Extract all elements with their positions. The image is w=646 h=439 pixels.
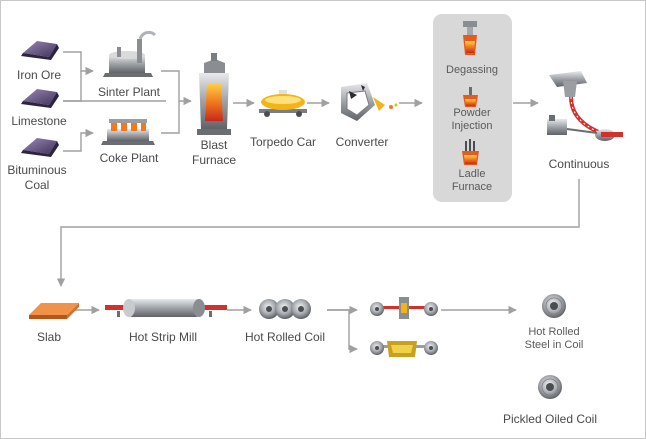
label-hot-rolled-steel-line2: Steel in Coil	[524, 339, 584, 351]
flow-connectors	[56, 51, 580, 354]
arrow-sinter-to-furnace	[161, 70, 192, 106]
converter-icon	[341, 83, 398, 121]
label-blast-furnace-line2: Furnace	[191, 153, 237, 167]
hot-rolled-coil-icon	[259, 299, 311, 319]
line-coke-to-furnace	[161, 101, 180, 134]
powder-injection-icon	[463, 87, 478, 107]
label-converter: Converter	[335, 135, 389, 149]
label-sinter-plant: Sinter Plant	[97, 85, 161, 99]
hot-strip-mill-icon	[105, 299, 227, 317]
label-ladle-furnace-line2: Furnace	[451, 181, 493, 193]
label-limestone: Limestone	[11, 114, 67, 128]
label-torpedo-car: Torpedo Car	[249, 135, 317, 149]
slab-icon	[29, 303, 79, 319]
torpedo-car-icon	[259, 90, 307, 117]
bituminous-coal-icon	[21, 138, 59, 157]
blast-furnace-icon	[197, 53, 231, 135]
hot-rolled-steel-coil-icon	[542, 294, 566, 318]
coke-plant-icon	[101, 119, 155, 145]
continuous-caster-icon	[547, 71, 623, 141]
label-pickled-oiled-coil: Pickled Oiled Coil	[502, 412, 598, 426]
pickled-oiled-coil-icon	[538, 375, 562, 399]
label-ladle-furnace-line1: Ladle	[458, 168, 486, 180]
label-degassing: Degassing	[446, 64, 498, 76]
label-hot-rolled-coil: Hot Rolled Coil	[244, 330, 326, 344]
label-powder-injection-line2: Injection	[451, 120, 493, 132]
label-bituminous-coal-line2: Coal	[24, 178, 50, 192]
arrow-iron-ore-to-sinter	[63, 51, 94, 76]
label-powder-injection-line1: Powder	[453, 107, 491, 119]
limestone-icon	[21, 89, 59, 108]
label-hot-rolled-steel-line1: Hot Rolled	[528, 326, 580, 338]
shearing-line-icon	[370, 297, 438, 319]
ladle-furnace-icon	[462, 139, 479, 165]
label-iron-ore: Iron Ore	[16, 68, 61, 82]
arrow-continuous-to-slab	[56, 179, 580, 287]
arrow-coal-to-coke	[63, 128, 94, 152]
degassing-icon	[463, 21, 477, 55]
label-bituminous-coal-line1: Bituminous	[7, 163, 67, 177]
iron-ore-icon	[21, 41, 59, 60]
label-continuous: Continuous	[548, 157, 610, 171]
label-hot-strip-mill: Hot Strip Mill	[128, 330, 197, 344]
sinter-plant-icon	[103, 30, 157, 77]
label-coke-plant: Coke Plant	[99, 151, 159, 165]
label-slab: Slab	[36, 330, 62, 344]
label-blast-furnace-line1: Blast	[200, 138, 228, 152]
line-limestone-to-sinter	[63, 71, 82, 102]
pickling-line-icon	[370, 341, 438, 357]
